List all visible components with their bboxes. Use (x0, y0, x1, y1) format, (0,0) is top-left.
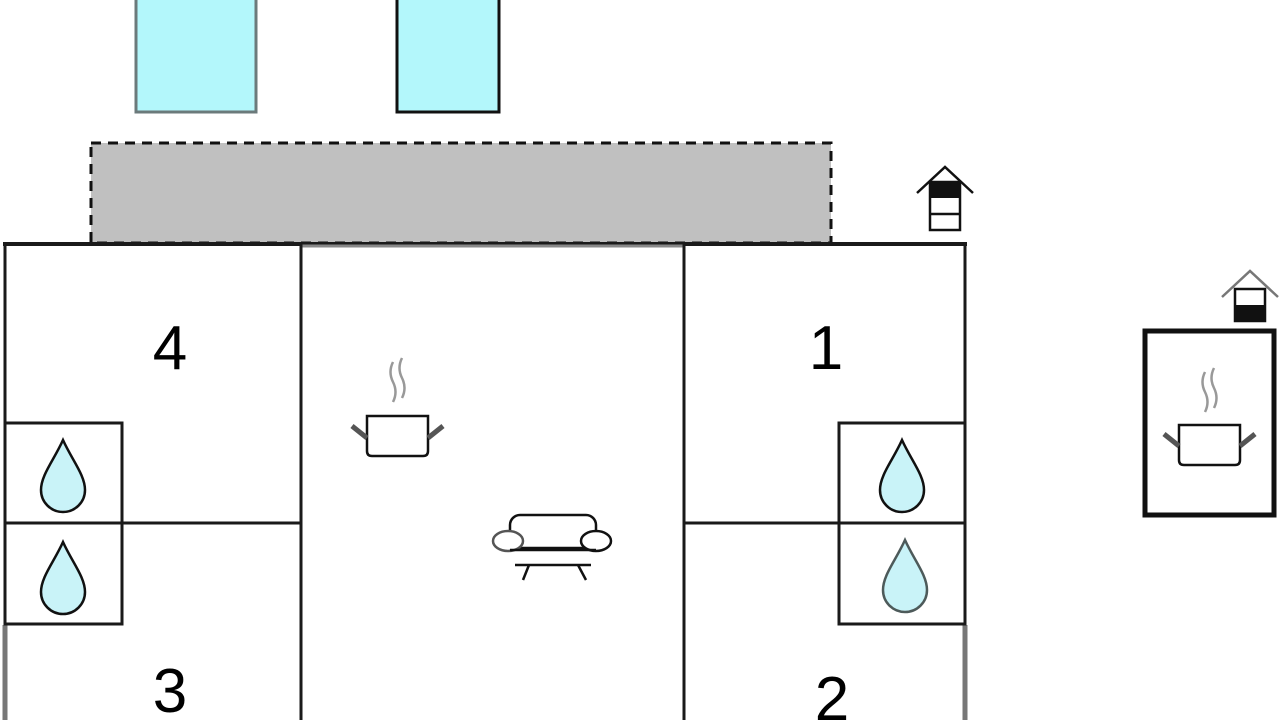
water-drop-icon (881, 536, 929, 614)
kitchen-pot-icon (350, 357, 445, 458)
kitchen-pot-icon (1162, 367, 1257, 467)
room-number-1: 1 (809, 314, 843, 383)
room-number-2: 2 (815, 665, 849, 720)
annex-building (1142, 328, 1277, 518)
pool-left (134, 0, 258, 114)
water-drop-icon (39, 436, 87, 514)
terrace (89, 141, 833, 245)
sofa-icon (491, 513, 613, 581)
water-drop-icon (39, 538, 87, 616)
room-number-4: 4 (153, 314, 187, 383)
bathroom-left-bottom (3, 521, 124, 626)
pool-right (395, 0, 501, 114)
house-icon (916, 165, 974, 232)
house-icon (1221, 269, 1279, 323)
bathroom-right-bottom (837, 521, 967, 626)
water-drop-icon (878, 436, 926, 514)
room-number-3: 3 (153, 657, 187, 720)
